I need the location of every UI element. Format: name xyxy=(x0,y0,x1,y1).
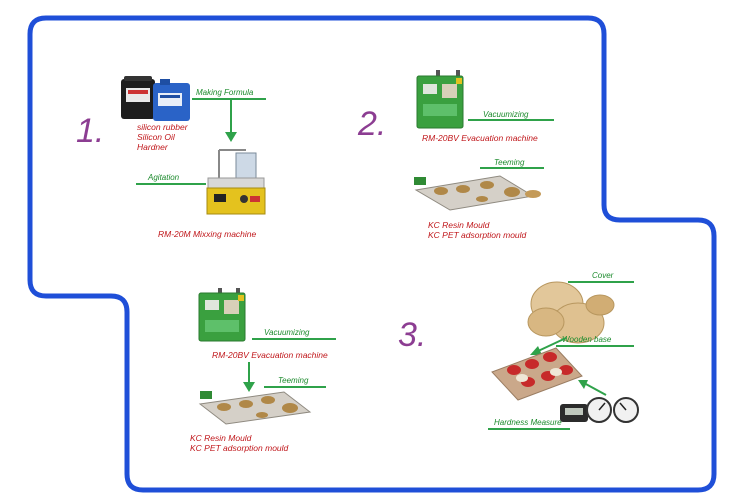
mould-pet-label: KC PET adsorption mould xyxy=(190,442,289,453)
process-making-formula: Making Formula xyxy=(196,88,254,97)
underline xyxy=(468,119,554,121)
process-teeming: Teeming xyxy=(278,376,309,385)
underline xyxy=(568,281,634,283)
material-silicon-oil: Silicon Oil xyxy=(137,131,175,142)
tool-hardness-measure-label: Hardness Measure xyxy=(494,418,562,427)
evacuation-machine-label: RM-20BV Evacuation machine xyxy=(212,350,328,360)
process-vacuumizing: Vacuumizing xyxy=(264,328,310,337)
underline xyxy=(264,386,326,388)
step-2-number: 2. xyxy=(358,105,387,143)
mould-resin-label: KC Resin Mould xyxy=(190,433,252,443)
mould-resin-label: KC Resin Mould xyxy=(428,220,490,230)
mould-pet-label: KC PET adsorption mould xyxy=(428,229,527,240)
step-3-number: 3. xyxy=(398,316,427,354)
process-teeming: Teeming xyxy=(494,158,525,167)
evacuation-machine-label: RM-20BV Evacuation machine xyxy=(422,133,538,143)
underline xyxy=(192,98,266,100)
part-cover-label: Cover xyxy=(592,271,614,280)
step-1-number: 1. xyxy=(76,112,105,150)
process-vacuumizing: Vacuumizing xyxy=(483,110,529,119)
underline xyxy=(136,183,206,185)
material-silicon-rubber: silicon rubber xyxy=(137,122,188,132)
underline xyxy=(480,167,544,169)
part-wooden-base-label: Wooden base xyxy=(562,335,612,344)
material-hardner: Hardner xyxy=(137,141,168,152)
mixing-machine-label: RM-20M Mixxing machine xyxy=(158,229,257,239)
underline xyxy=(556,345,634,347)
underline xyxy=(488,428,570,430)
process-agitation: Agitation xyxy=(148,173,180,182)
underline xyxy=(252,338,336,340)
